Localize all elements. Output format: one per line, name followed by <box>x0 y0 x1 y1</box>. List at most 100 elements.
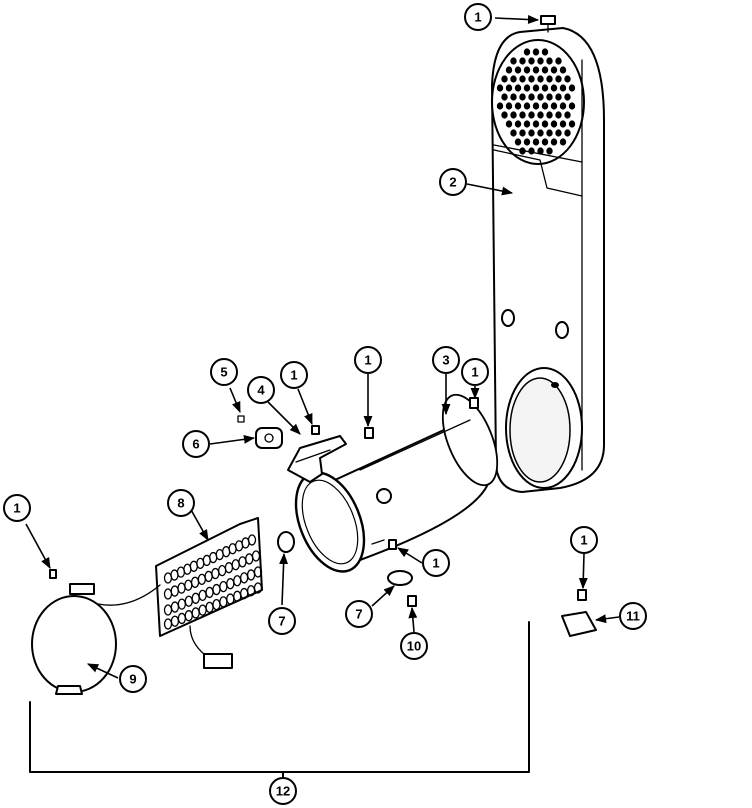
svg-text:3: 3 <box>442 353 449 368</box>
svg-text:7: 7 <box>355 607 362 622</box>
grille-hole <box>532 102 540 110</box>
grille-hole <box>532 48 540 56</box>
grille-hole <box>550 138 558 146</box>
grille-hole <box>555 129 562 137</box>
grille-hole <box>546 111 553 119</box>
grille-hole <box>550 120 558 128</box>
grille-hole <box>541 120 549 128</box>
grille-hole <box>519 57 526 65</box>
grille-hole <box>505 120 513 128</box>
housing-screw <box>364 397 479 550</box>
terminal-block <box>561 589 597 637</box>
grille-hole <box>537 93 544 101</box>
grille-hole <box>564 111 571 119</box>
grille-hole <box>541 48 549 56</box>
callout-1-far-right: 1 <box>570 526 598 554</box>
grille-hole <box>501 75 508 83</box>
grille-hole <box>514 84 522 92</box>
svg-text:1: 1 <box>580 533 587 548</box>
grille-hole <box>510 129 517 137</box>
grille-hole <box>537 111 544 119</box>
insulator-left <box>277 531 295 553</box>
grille-hole <box>541 138 549 146</box>
grille-hole <box>528 57 535 65</box>
heater-element <box>69 517 263 669</box>
callout-3: 3 <box>432 346 460 374</box>
grille-hole <box>532 138 540 146</box>
coil-loop <box>253 582 263 594</box>
grille-hole <box>546 129 553 137</box>
svg-text:11: 11 <box>626 609 640 624</box>
grille-hole <box>510 111 517 119</box>
grille-hole <box>514 66 522 74</box>
callout-7-right: 7 <box>345 600 373 628</box>
grille-hole <box>541 84 549 92</box>
svg-text:1: 1 <box>13 501 20 516</box>
grille-hole <box>537 129 544 137</box>
grille-hole <box>532 84 540 92</box>
grille-hole <box>519 129 526 137</box>
heater-housing <box>294 393 499 573</box>
duct-panel <box>491 27 605 493</box>
svg-text:4: 4 <box>257 383 265 398</box>
grille-hole <box>532 120 540 128</box>
callout-6: 6 <box>182 430 210 458</box>
svg-text:12: 12 <box>276 784 290 799</box>
grille-hole <box>528 93 535 101</box>
grille-hole <box>537 147 544 155</box>
grille-hole <box>523 120 531 128</box>
svg-text:1: 1 <box>290 368 297 383</box>
thermostat-hi-limit <box>237 415 283 449</box>
grille-hole <box>523 66 531 74</box>
grille-hole <box>546 75 553 83</box>
grille-hole <box>568 102 576 110</box>
leader-lines <box>25 15 620 679</box>
callout-10: 10 <box>400 632 428 660</box>
grille-hole <box>537 75 544 83</box>
callout-5: 5 <box>210 358 238 386</box>
svg-text:5: 5 <box>220 365 227 380</box>
grille-hole <box>568 120 576 128</box>
grille-hole <box>555 111 562 119</box>
coil-loop <box>253 566 263 578</box>
grille-hole <box>505 84 513 92</box>
grille-hole <box>505 66 513 74</box>
mounting-bracket <box>287 425 347 483</box>
callout-12: 12 <box>269 777 297 805</box>
svg-text:8: 8 <box>177 496 184 511</box>
grille-hole <box>519 75 526 83</box>
svg-text:10: 10 <box>407 639 421 654</box>
grille-hole <box>528 147 535 155</box>
grille-hole <box>550 84 558 92</box>
svg-text:7: 7 <box>278 614 285 629</box>
grille-hole <box>550 66 558 74</box>
grille-hole <box>505 102 513 110</box>
grille-hole <box>564 129 571 137</box>
grille-hole <box>559 102 567 110</box>
grille-hole <box>528 129 535 137</box>
grille-hole <box>537 57 544 65</box>
grille-hole <box>523 138 531 146</box>
grille-hole <box>501 93 508 101</box>
grille-hole <box>564 75 571 83</box>
callout-4: 4 <box>247 376 275 404</box>
grille-hole <box>523 48 531 56</box>
grille-hole <box>532 66 540 74</box>
grille-hole <box>496 84 504 92</box>
grille-hole <box>541 66 549 74</box>
svg-text:1: 1 <box>471 365 478 380</box>
grille-hole <box>528 75 535 83</box>
grille-hole <box>555 57 562 65</box>
callout-1-right-mid: 1 <box>461 358 489 386</box>
grille-hole <box>541 102 549 110</box>
callout-1-left: 1 <box>3 494 31 522</box>
grille-hole <box>523 84 531 92</box>
callout-1-mid: 1 <box>354 346 382 374</box>
thermal-fuse <box>387 570 417 607</box>
svg-text:1: 1 <box>474 10 481 25</box>
svg-text:9: 9 <box>129 672 136 687</box>
callout-1-top: 1 <box>464 3 492 31</box>
callout-2: 2 <box>439 168 467 196</box>
perforation-grille <box>496 48 576 155</box>
